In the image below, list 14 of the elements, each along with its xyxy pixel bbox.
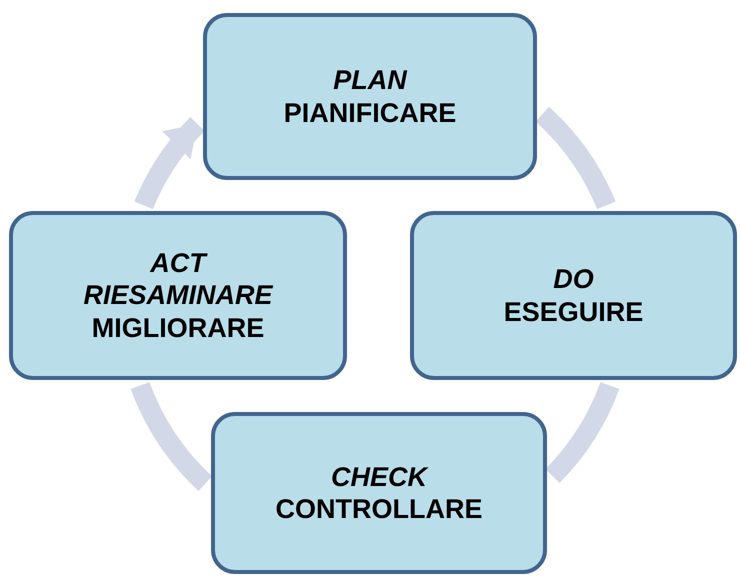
step-label: CONTROLLARE [276, 493, 482, 526]
step-label: RIESAMINARE [83, 279, 272, 312]
process-box [410, 211, 737, 380]
step-label: PLAN [333, 64, 407, 96]
step-label: MIGLIORARE [92, 312, 264, 344]
step-label: PIANIFICARE [284, 96, 456, 129]
step-label: ESEGUIRE [504, 296, 644, 328]
process-box [9, 211, 347, 380]
step-label: ACT [150, 246, 206, 280]
process-box [203, 13, 537, 180]
cycle-arrow [134, 117, 205, 210]
step-label: CHECK [330, 460, 427, 493]
process-box [211, 412, 547, 574]
step-label: DO [553, 263, 594, 296]
